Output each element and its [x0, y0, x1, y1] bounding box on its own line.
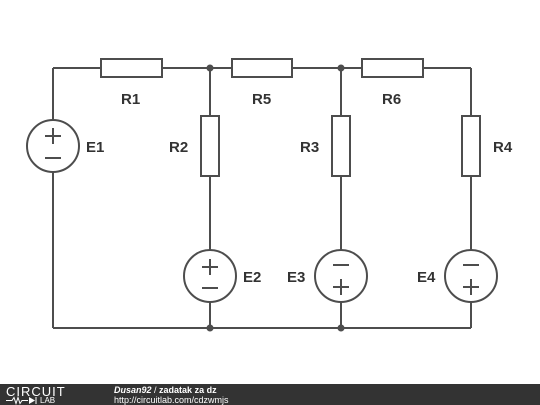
junction-bottom-e3 [337, 324, 345, 332]
resistor-r3[interactable] [331, 115, 351, 177]
logo-text-lab: LAB [40, 396, 56, 405]
circuitlab-logo[interactable]: CIRCUIT LAB [6, 384, 106, 405]
author-name[interactable]: Dusan92 [114, 385, 152, 395]
label-r2: R2 [169, 139, 188, 156]
junction-bottom-e2 [206, 324, 214, 332]
logo-text-circuit: CIRCUIT [6, 384, 66, 399]
label-e4: E4 [417, 269, 436, 286]
label-r6: R6 [382, 91, 401, 108]
circuit-url[interactable]: http://circuitlab.com/cdzwmjs [114, 395, 229, 405]
circuit-schematic: R1 R5 R6 E1 R2 R3 R4 E2 E3 E4 [26, 58, 513, 332]
junction-top-r2 [206, 64, 214, 72]
footer-bar: CIRCUIT LAB Dusan92 / zadatak za dz http… [0, 384, 540, 405]
meta-separator: / [151, 385, 160, 395]
voltage-source-e4[interactable] [444, 249, 498, 303]
resistor-r5[interactable] [231, 58, 293, 78]
voltage-source-e1[interactable] [26, 119, 80, 173]
junction-top-r3 [337, 64, 345, 72]
label-e3: E3 [287, 269, 305, 286]
resistor-r6[interactable] [361, 58, 424, 78]
label-r1: R1 [121, 91, 140, 108]
label-e2: E2 [243, 269, 261, 286]
label-r5: R5 [252, 91, 271, 108]
circuit-meta: Dusan92 / zadatak za dz http://circuitla… [114, 385, 229, 405]
resistor-r4[interactable] [461, 115, 481, 177]
resistor-r1[interactable] [100, 58, 163, 78]
label-r3: R3 [300, 139, 319, 156]
logo-resistor-icon [6, 396, 37, 405]
label-r4: R4 [493, 139, 513, 156]
voltage-source-e3[interactable] [314, 249, 368, 303]
circuit-title[interactable]: zadatak za dz [159, 385, 217, 395]
label-e1: E1 [86, 139, 104, 156]
resistor-r2[interactable] [200, 115, 220, 177]
voltage-source-e2[interactable] [183, 249, 237, 303]
